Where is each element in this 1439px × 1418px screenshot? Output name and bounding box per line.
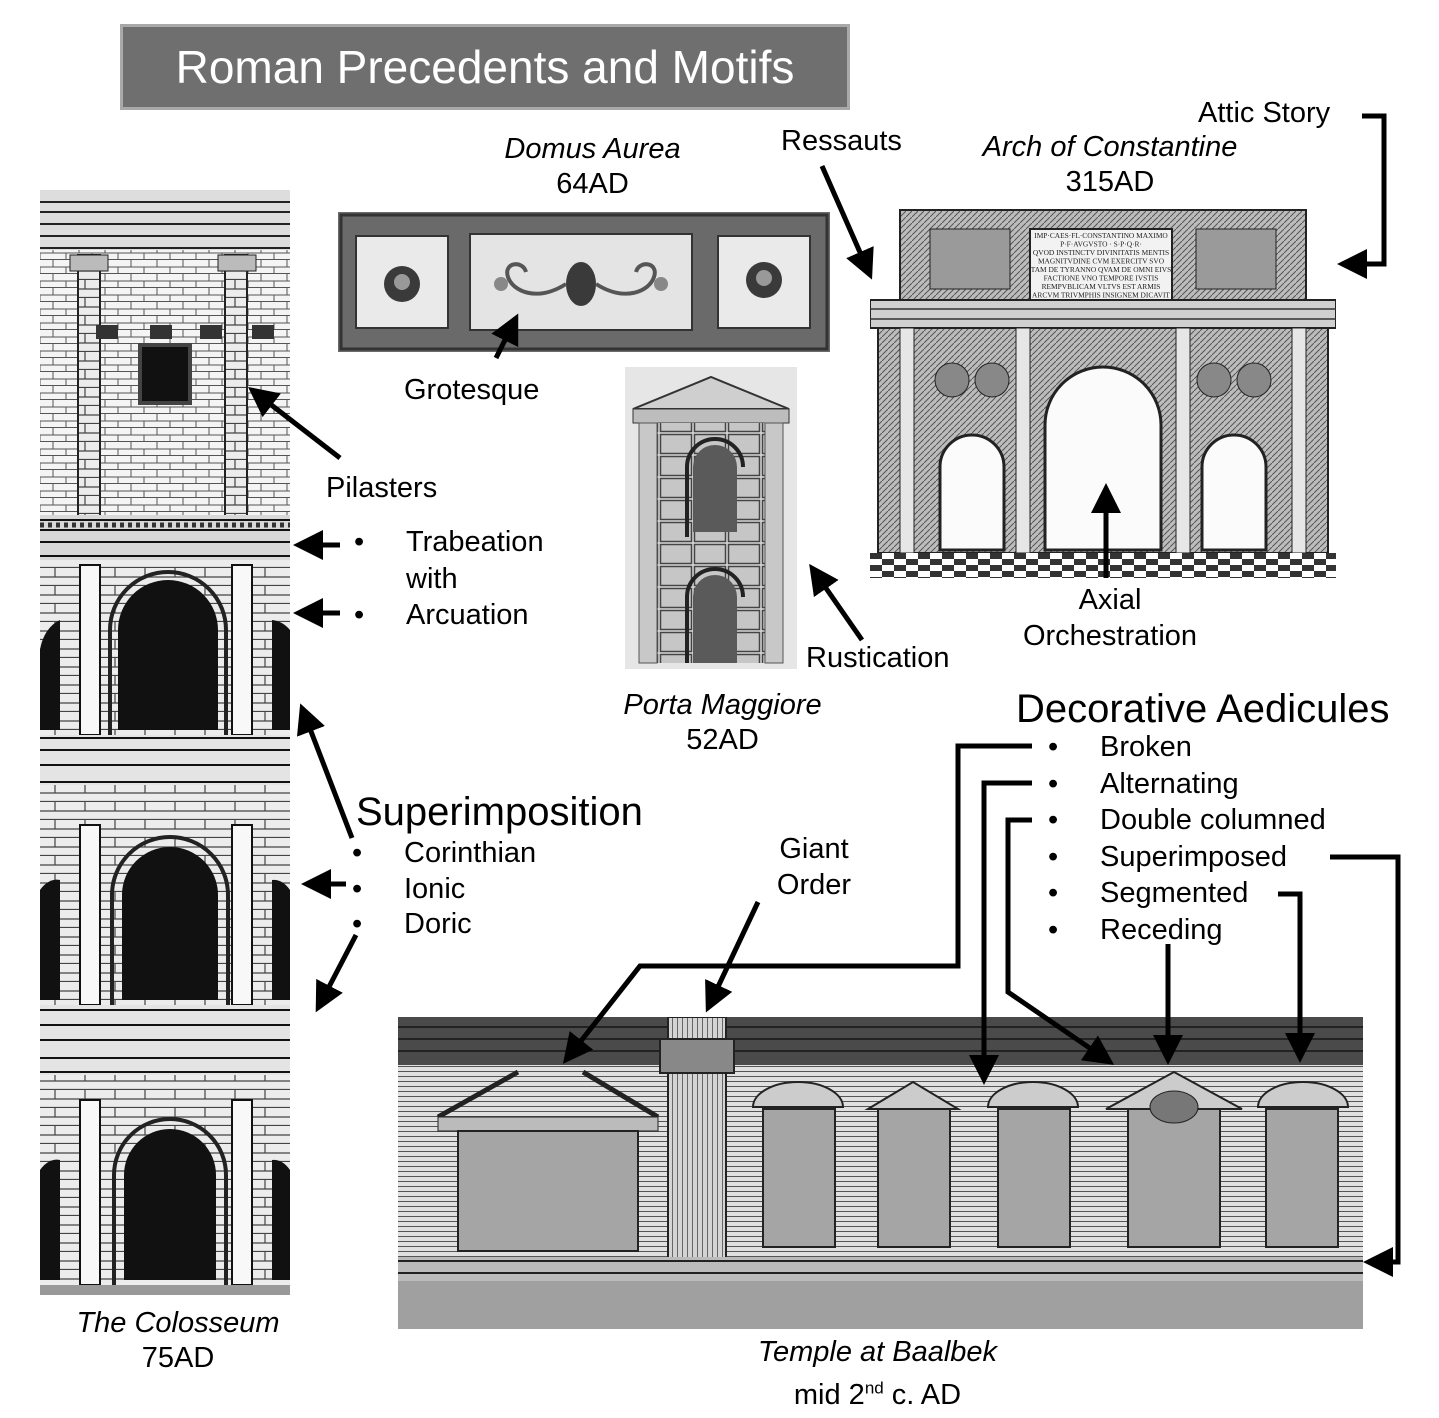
aedicules-list: Broken Alternating Double columned Super… bbox=[1048, 729, 1326, 948]
arch-inscription: IMP·CAES·FL·CONSTANTINO MAXIMO P·F·AVGVS… bbox=[1031, 231, 1171, 300]
svg-text:ARCVM TRIVMPHIS INSIGNEM DICAV: ARCVM TRIVMPHIS INSIGNEM DICAVIT bbox=[1032, 291, 1170, 300]
aedicule-double-columned: Double columned bbox=[1048, 802, 1326, 839]
order-doric: Doric bbox=[352, 907, 536, 943]
colosseum-caption: The Colosseum 75AD bbox=[20, 1306, 336, 1376]
colosseum-elevation-image bbox=[40, 190, 290, 1295]
label-rustication: Rustication bbox=[806, 642, 950, 674]
baalbek-date: mid 2nd c. AD bbox=[793, 1378, 962, 1411]
porta-maggiore-name: Porta Maggiore bbox=[623, 689, 822, 721]
label-ressauts: Ressauts bbox=[781, 125, 902, 157]
label-axial-orchestration: Axial Orchestration bbox=[1022, 584, 1198, 652]
porta-maggiore-date: 52AD bbox=[686, 724, 759, 756]
arch-name: Arch of Constantine bbox=[982, 131, 1238, 163]
porta-maggiore-drawing-image bbox=[625, 367, 797, 669]
colosseum-date: 75AD bbox=[141, 1342, 215, 1374]
aedicule-alternating: Alternating bbox=[1048, 766, 1326, 803]
colosseum-name: The Colosseum bbox=[76, 1307, 280, 1339]
svg-text:P·F·AVGVSTO · S·P·Q·R·: P·F·AVGVSTO · S·P·Q·R· bbox=[1060, 240, 1142, 249]
label-attic-story: Attic Story bbox=[1198, 97, 1331, 129]
arch-of-constantine-engraving-image: IMP·CAES·FL·CONSTANTINO MAXIMO P·F·AVGVS… bbox=[869, 205, 1337, 578]
domus-aurea-name: Domus Aurea bbox=[504, 133, 681, 165]
trabeation-arcuation-list: Trabeation with Arcuation bbox=[354, 524, 544, 634]
svg-text:REMPVBLICAM VLTVS EST ARMIS: REMPVBLICAM VLTVS EST ARMIS bbox=[1042, 282, 1161, 291]
aedicule-broken: Broken bbox=[1048, 729, 1326, 766]
arrow-doric bbox=[315, 933, 359, 1013]
arrow-giant-order bbox=[705, 900, 761, 1013]
svg-text:TAM DE TYRANNO QVAM DE OMNI EI: TAM DE TYRANNO QVAM DE OMNI EIVS bbox=[1031, 265, 1171, 274]
aedicule-segmented: Segmented bbox=[1048, 875, 1326, 912]
order-ionic: Ionic bbox=[352, 872, 536, 908]
superimposition-list: Corinthian Ionic Doric bbox=[352, 836, 536, 943]
domus-aurea-date: 64AD bbox=[556, 168, 629, 200]
svg-text:FACTIONE VNO TEMPORE IVSTIS: FACTIONE VNO TEMPORE IVSTIS bbox=[1044, 274, 1159, 283]
arrow-rustication bbox=[809, 563, 865, 642]
superimposition-heading: Superimposition bbox=[356, 790, 643, 834]
aedicule-receding: Receding bbox=[1048, 912, 1326, 949]
aedicule-superimposed: Superimposed bbox=[1048, 839, 1326, 876]
arch-date: 315AD bbox=[1065, 166, 1155, 198]
label-grotesque: Grotesque bbox=[404, 374, 540, 406]
domus-aurea-caption: Domus Aurea 64AD bbox=[440, 132, 745, 202]
aedicules-heading: Decorative Aedicules bbox=[1016, 687, 1390, 731]
temple-at-baalbek-elevation-image bbox=[398, 1016, 1363, 1330]
svg-text:IMP·CAES·FL·CONSTANTINO MAXIMO: IMP·CAES·FL·CONSTANTINO MAXIMO bbox=[1034, 231, 1168, 240]
arch-caption: Arch of Constantine 315AD bbox=[940, 130, 1280, 200]
arrow-attic-story bbox=[1337, 113, 1387, 279]
baalbek-caption: Temple at Baalbek mid 2nd c. AD bbox=[700, 1335, 1055, 1413]
arcuation-item: Arcuation bbox=[354, 597, 544, 634]
trabeation-item: Trabeation bbox=[354, 524, 544, 561]
page-title: Roman Precedents and Motifs bbox=[120, 24, 850, 110]
label-pilasters: Pilasters bbox=[326, 472, 438, 504]
baalbek-name: Temple at Baalbek bbox=[757, 1336, 998, 1368]
svg-text:MAGNITVDINE CVM EXERCITV SVO: MAGNITVDINE CVM EXERCITV SVO bbox=[1038, 257, 1165, 266]
with-item: with bbox=[406, 562, 458, 595]
arrow-corinthian bbox=[296, 703, 355, 839]
porta-maggiore-caption: Porta Maggiore 52AD bbox=[570, 688, 875, 758]
svg-text:QVOD INSTINCTV DIVINITATIS MEN: QVOD INSTINCTV DIVINITATIS MENTIS bbox=[1033, 248, 1169, 257]
order-corinthian: Corinthian bbox=[352, 836, 536, 872]
label-giant-order: Giant Order bbox=[776, 833, 852, 901]
domus-aurea-fresco-image bbox=[338, 212, 830, 352]
